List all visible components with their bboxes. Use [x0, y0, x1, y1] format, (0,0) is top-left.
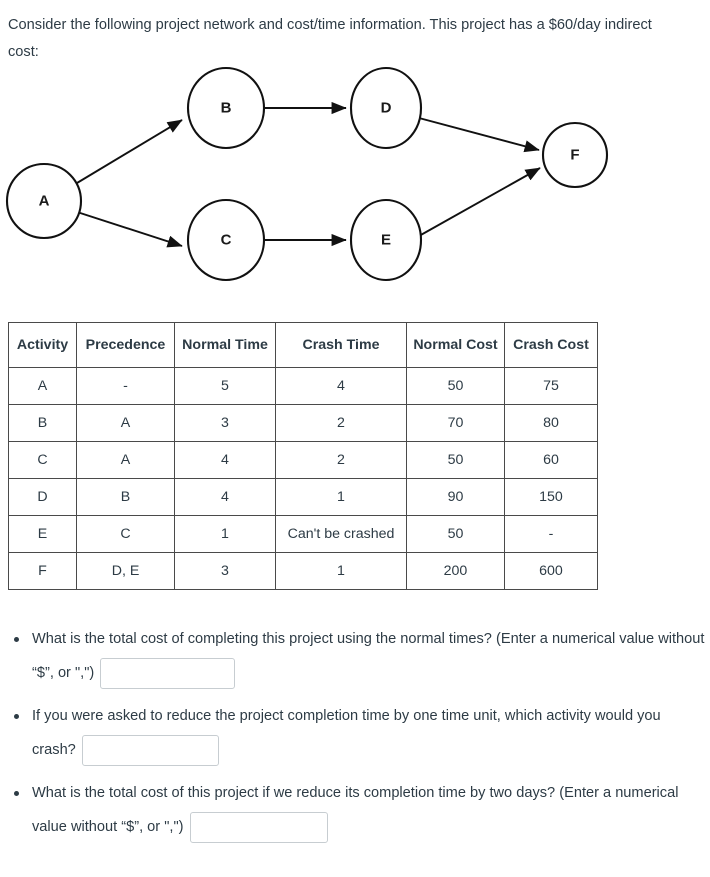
table-row: B A 3 2 70 80 — [8, 404, 598, 442]
table-row: E C 1 Can't be crashed 50 - — [8, 515, 598, 553]
list-item: What is the total cost of completing thi… — [8, 622, 708, 690]
answer-input-total-cost-two-days[interactable] — [189, 811, 328, 843]
header-normal-time: Normal Time — [174, 322, 276, 368]
cell-crash-time: 4 — [275, 367, 407, 405]
cell-precedence: D, E — [76, 552, 175, 590]
question-text-1: What is the total cost of completing thi… — [32, 631, 705, 681]
cell-precedence: B — [76, 478, 175, 516]
cell-activity: D — [8, 478, 77, 516]
cell-crash-time: 2 — [275, 441, 407, 479]
bullet-icon — [14, 714, 19, 719]
cell-normal-time: 5 — [174, 367, 276, 405]
node-label-c: C — [221, 232, 232, 249]
cell-precedence: C — [76, 515, 175, 553]
cell-normal-cost: 50 — [406, 515, 505, 553]
network-node-d: D — [349, 66, 423, 150]
cell-crash-time: 2 — [275, 404, 407, 442]
question-list: What is the total cost of completing thi… — [8, 622, 708, 853]
node-label-e: E — [381, 232, 391, 249]
cost-time-table: Activity Precedence Normal Time Crash Ti… — [8, 322, 598, 590]
cell-normal-cost: 70 — [406, 404, 505, 442]
cell-crash-cost: 75 — [504, 367, 598, 405]
cell-crash-cost: 80 — [504, 404, 598, 442]
table-body: A - 5 4 50 75 B A 3 2 70 80 C A 4 2 50 6… — [8, 367, 598, 590]
edge-a-to-b — [71, 119, 183, 187]
question-text-2: If you were asked to reduce the project … — [32, 708, 661, 758]
cell-crash-time: 1 — [275, 478, 407, 516]
cell-activity: E — [8, 515, 77, 553]
cell-precedence: A — [76, 404, 175, 442]
cell-activity: F — [8, 552, 77, 590]
node-label-f: F — [570, 147, 579, 164]
cell-activity: A — [8, 367, 77, 405]
project-network-diagram: A B C D E F — [0, 58, 630, 298]
network-node-c: C — [186, 198, 266, 282]
table-row: C A 4 2 50 60 — [8, 441, 598, 479]
header-activity: Activity — [8, 322, 77, 368]
cell-crash-cost: 150 — [504, 478, 598, 516]
network-node-e: E — [349, 198, 423, 282]
cell-normal-cost: 50 — [406, 367, 505, 405]
header-normal-cost: Normal Cost — [406, 322, 505, 368]
cell-activity: B — [8, 404, 77, 442]
edge-a-to-c — [73, 210, 183, 248]
bullet-icon — [14, 637, 19, 642]
question-text-3: What is the total cost of this project i… — [32, 785, 679, 835]
table-row: A - 5 4 50 75 — [8, 367, 598, 405]
network-edges — [71, 101, 541, 248]
cell-normal-time: 3 — [174, 552, 276, 590]
cell-normal-cost: 90 — [406, 478, 505, 516]
cell-normal-cost: 200 — [406, 552, 505, 590]
cell-activity: C — [8, 441, 77, 479]
cell-precedence: A — [76, 441, 175, 479]
cell-normal-time: 4 — [174, 441, 276, 479]
cell-normal-time: 3 — [174, 404, 276, 442]
table-header: Activity Precedence Normal Time Crash Ti… — [8, 322, 598, 368]
table-header-row: Activity Precedence Normal Time Crash Ti… — [8, 322, 598, 368]
table-row: D B 4 1 90 150 — [8, 478, 598, 516]
network-svg: A B C D E F — [5, 66, 609, 282]
cell-normal-cost: 50 — [406, 441, 505, 479]
question-prompt: Consider the following project network a… — [8, 17, 652, 60]
node-label-b: B — [221, 100, 232, 117]
table-row: F D, E 3 1 200 600 — [8, 552, 598, 590]
header-crash-time: Crash Time — [275, 322, 407, 368]
header-precedence: Precedence — [76, 322, 175, 368]
network-node-f: F — [541, 121, 609, 189]
list-item: If you were asked to reduce the project … — [8, 699, 708, 767]
answer-input-activity-to-crash[interactable] — [81, 734, 219, 766]
cell-normal-time: 4 — [174, 478, 276, 516]
cell-crash-cost: - — [504, 515, 598, 553]
node-label-a: A — [39, 193, 50, 210]
list-item: What is the total cost of this project i… — [8, 776, 708, 844]
bullet-icon — [14, 791, 19, 796]
cell-crash-time: 1 — [275, 552, 407, 590]
header-crash-cost: Crash Cost — [504, 322, 598, 368]
network-node-a: A — [5, 162, 83, 240]
edge-d-to-f — [418, 117, 540, 153]
edge-e-to-f — [418, 167, 541, 237]
cell-crash-cost: 60 — [504, 441, 598, 479]
node-label-d: D — [381, 100, 392, 117]
network-nodes: A B C D E F — [5, 66, 609, 282]
cell-crash-cost: 600 — [504, 552, 598, 590]
cell-normal-time: 1 — [174, 515, 276, 553]
answer-input-total-normal-cost[interactable] — [100, 657, 236, 689]
network-node-b: B — [186, 66, 266, 150]
cell-precedence: - — [76, 367, 175, 405]
cell-crash-time: Can't be crashed — [275, 515, 407, 553]
